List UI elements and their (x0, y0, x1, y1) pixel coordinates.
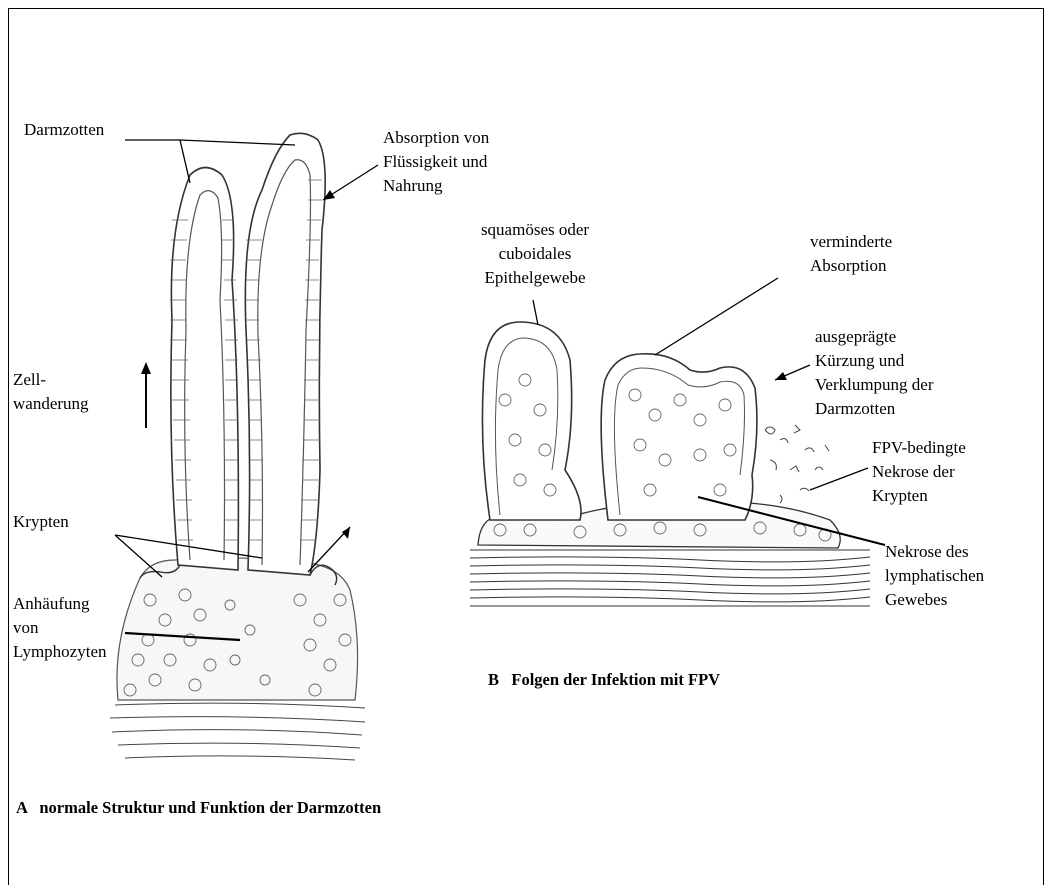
label-anhaeufung: Anhäufung von Lymphozyten (13, 592, 106, 664)
squamoeses-leader (533, 300, 538, 325)
fpv-nekrose-leader (810, 468, 868, 490)
necrotic-crypt-debris (765, 425, 829, 503)
label-fpv-nekrose: FPV-bedingte Nekrose der Krypten (872, 436, 966, 508)
label-ausgepraegte: ausgeprägte Kürzung und Verklumpung der … (815, 325, 934, 421)
label-krypten: Krypten (13, 510, 69, 534)
villus-2 (245, 133, 325, 575)
zellwanderung-arrowhead (141, 362, 151, 374)
label-zellwanderung: Zell- wanderung (13, 368, 89, 416)
label-squamoeses: squamöses oder cuboidales Epithelgewebe (447, 218, 623, 290)
panel-a-muscle-layer (110, 703, 365, 760)
label-darmzotten: Darmzotten (24, 118, 104, 142)
caption-b: B Folgen der Infektion mit FPV (488, 670, 720, 690)
villus-1 (171, 168, 239, 571)
stunted-villus-left (482, 322, 581, 520)
label-absorption: Absorption von Flüssigkeit und Nahrung (383, 126, 489, 198)
caption-a: A normale Struktur und Funktion der Darm… (16, 798, 381, 818)
verminderte-leader (655, 278, 778, 355)
panel-a-tissue (110, 133, 365, 760)
label-verminderte: verminderte Absorption (810, 230, 892, 278)
panel-a-lamina-propria (117, 558, 358, 700)
label-nekrose-lymph: Nekrose des lymphatischen Gewebes (885, 540, 984, 612)
krypten-arrowhead (342, 527, 350, 539)
darmzotten-leader-b (180, 140, 295, 145)
darmzotten-leader-a (125, 140, 190, 183)
panel-b-tissue (470, 322, 870, 608)
